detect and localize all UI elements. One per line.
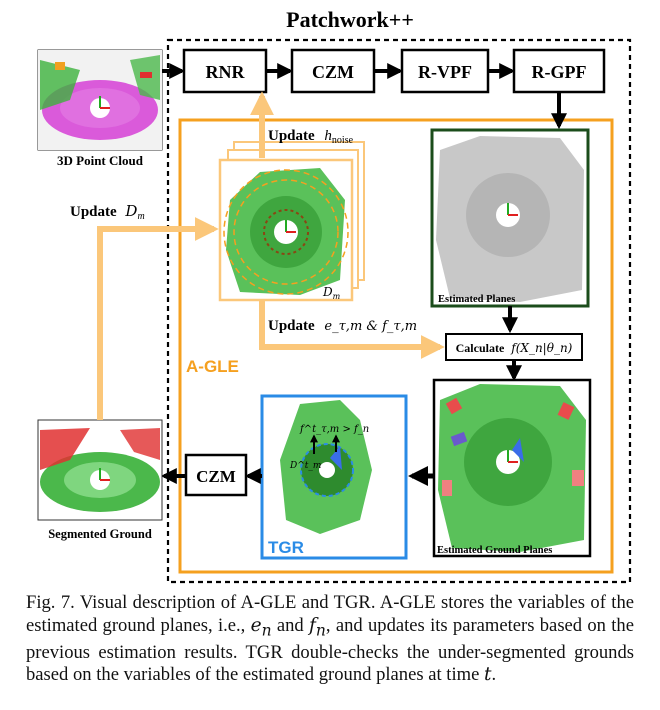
tgr-condition: f^t_τ,m > f_n [299,424,369,435]
estimated-ground-planes-label: Estimated Ground Planes [437,545,552,556]
figure-caption: Fig. 7. Visual description of A-GLE and … [26,592,634,686]
czm-bottom-block[interactable]: CZM [184,453,248,497]
dm-label: Dm [322,285,341,301]
agle-frame [178,118,614,574]
update-hnoise-label: Update hnoise [268,128,354,146]
czm-top-block[interactable]: CZM [290,48,376,94]
update-ef-label: Update e_τ,m & f_τ,m [268,318,417,334]
estimated-planes-label: Estimated Planes [438,294,515,305]
point-cloud-label: 3D Point Cloud [57,153,144,168]
svg-text:CZM: CZM [196,467,236,486]
tgr-label: TGR [268,538,304,557]
caption-text-1: Visual description of A-GLE and TGR. A-G… [26,592,634,636]
caption-fn: fn [309,614,326,640]
update-dm-label: Update Dm [70,202,145,222]
estimated-ground-planes-image [432,378,592,558]
rnr-block[interactable]: RNR [182,48,268,94]
tgr-patch: D^t_m [289,461,321,471]
svg-text:CZM: CZM [312,62,354,82]
estimated-planes-image [430,128,590,308]
arrow-update-ef [259,300,445,359]
svg-text:Calculate f(X_n|θ_n): Calculate f(X_n|θ_n) [456,341,573,355]
patchwork-frame [166,38,632,584]
tgr-frame [260,394,408,560]
caption-en: en [250,614,272,640]
segmented-ground-image [37,419,163,521]
agle-label: A-GLE [186,357,239,376]
svg-text:RNR: RNR [206,62,246,82]
dm-stack [218,141,365,302]
calculate-block[interactable]: Calculate f(X_n|θ_n) [445,333,583,361]
caption-text-2: , and updates its parameters based on th… [26,614,634,686]
point-cloud-image [37,49,163,151]
caption-fig-label: Fig. 7. [26,592,75,613]
svg-text:R-GPF: R-GPF [532,62,587,82]
figure-title: Patchwork++ [286,7,414,32]
segmented-ground-label: Segmented Ground [48,527,152,541]
rvpf-block[interactable]: R-VPF [400,48,490,94]
arrow-update-dm [97,217,219,420]
caption-t: t [484,664,492,686]
architecture-diagram: Patchwork++ 3D Point Cloud RNR CZM R-VPF… [37,7,632,584]
svg-text:R-VPF: R-VPF [418,62,472,82]
rgpf-block[interactable]: R-GPF [512,48,606,94]
